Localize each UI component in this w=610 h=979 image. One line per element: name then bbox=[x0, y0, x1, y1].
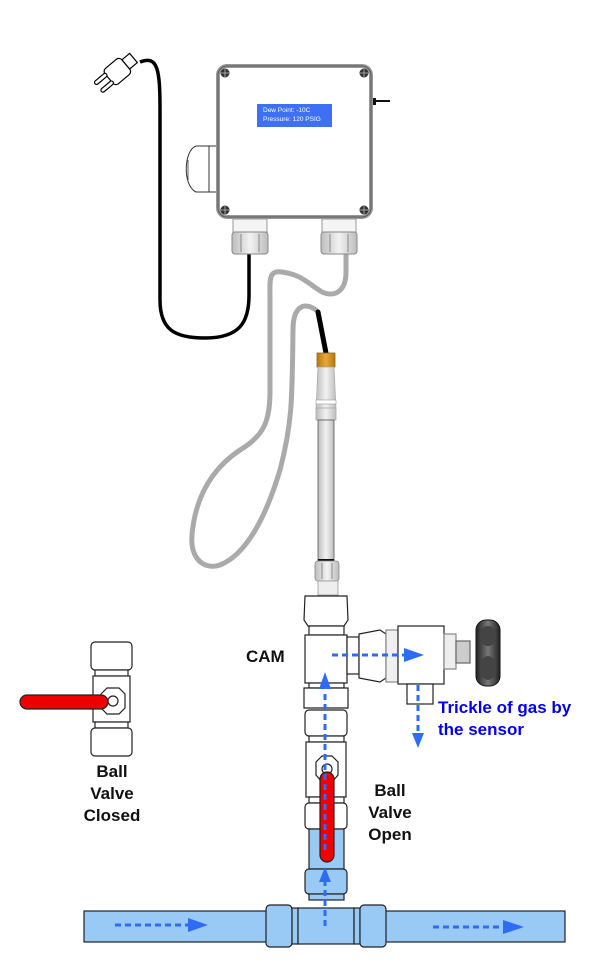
needle-valve-knob-icon bbox=[475, 619, 501, 687]
main-pipe bbox=[83, 904, 566, 948]
open-label-line2: Valve bbox=[368, 803, 412, 822]
ball-valve-closed bbox=[19, 641, 133, 757]
closed-label-line2: Valve bbox=[90, 784, 134, 803]
dew-point-readout: Dew Point: -10C bbox=[263, 107, 311, 114]
dew-point-sensor bbox=[314, 352, 340, 596]
closed-label-line1: Ball bbox=[96, 762, 128, 781]
valve-handle-open bbox=[319, 771, 335, 863]
valve-handle-closed bbox=[19, 694, 109, 710]
open-label-line1: Ball bbox=[374, 781, 406, 800]
cam-tee-fitting bbox=[303, 595, 471, 709]
power-plug-icon bbox=[93, 52, 139, 93]
enclosure-screw-icon bbox=[220, 68, 369, 215]
trickle-label: Trickle of gas by the sensor bbox=[438, 697, 571, 741]
flow-arrow-icon bbox=[115, 653, 505, 929]
ball-valve-open-label: Ball Valve Open bbox=[360, 780, 420, 846]
ball-valve-closed-label: Ball Valve Closed bbox=[72, 761, 152, 827]
open-label-line3: Open bbox=[368, 825, 412, 844]
trickle-label-line1: Trickle of gas by bbox=[438, 698, 572, 717]
display-screen: Dew Point: -10C Pressure: 120 PSIG bbox=[257, 104, 332, 127]
closed-label-line3: Closed bbox=[83, 806, 141, 825]
cable-gland-power bbox=[231, 218, 269, 255]
cable-gland-sensor bbox=[320, 218, 358, 255]
cam-label: CAM bbox=[246, 647, 285, 666]
trickle-label-line2: the sensor bbox=[438, 720, 524, 739]
sensor-lead bbox=[315, 309, 329, 356]
pressure-readout: Pressure: 120 PSIG bbox=[263, 115, 321, 123]
power-cord bbox=[139, 58, 251, 340]
transmitter-enclosure bbox=[185, 64, 390, 219]
flow-arrowheads bbox=[188, 648, 524, 934]
sensor-cable bbox=[189, 252, 349, 569]
